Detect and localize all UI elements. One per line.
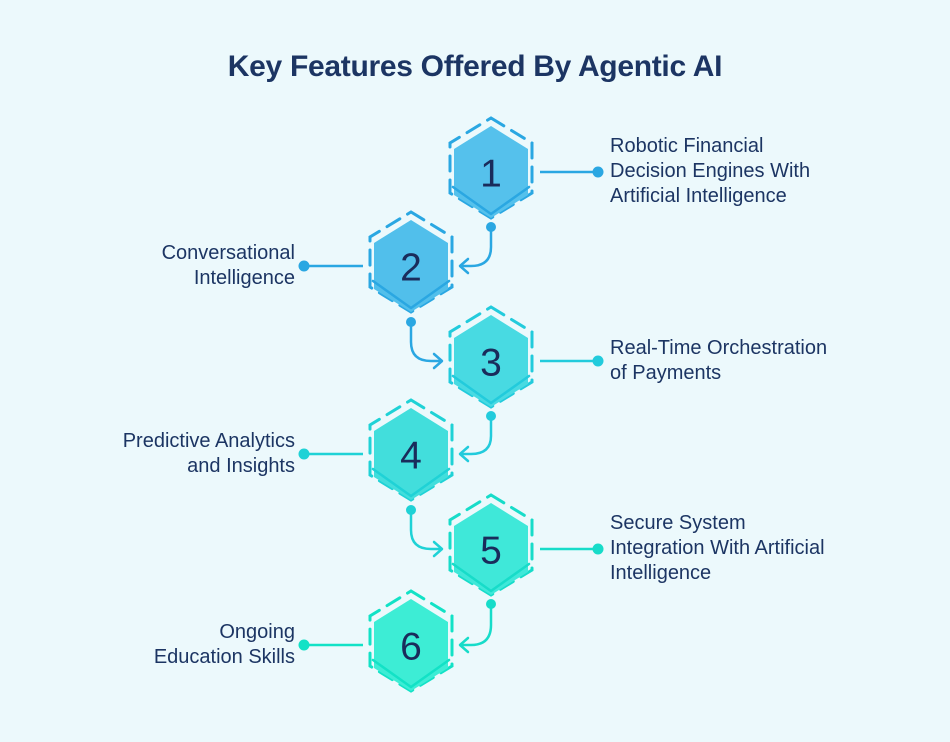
hexagon-fill	[454, 503, 528, 595]
hexagon-chevron-outline	[451, 562, 531, 593]
hexagon-fill	[454, 315, 528, 407]
flow-arrow-3-4	[458, 411, 496, 463]
hexagon-group-5: 5	[448, 493, 604, 597]
hexagon-chevron-outline	[371, 467, 451, 498]
hexagon-number: 4	[400, 435, 422, 478]
flow-arrow-5-6	[458, 599, 496, 654]
arrowhead-left-icon	[458, 257, 470, 275]
label-line: of Payments	[610, 362, 722, 384]
label-line: and Insights	[187, 455, 295, 477]
label-line: Integration With Artificial	[610, 537, 825, 559]
label-connector-dot	[592, 166, 604, 178]
page-title: Key Features Offered By Agentic AI	[227, 50, 723, 83]
arrow-curve	[409, 512, 441, 551]
hexagon-chevron-outline	[371, 279, 451, 310]
arrow-start-dot	[406, 505, 416, 515]
label-line: Robotic Financial	[610, 135, 764, 157]
label-connector-dot	[592, 543, 604, 555]
arrow-start-dot	[486, 222, 496, 232]
flow-arrow-4-5	[406, 505, 444, 558]
arrow-curve	[461, 229, 493, 268]
hexagon-number: 2	[400, 247, 422, 290]
hexagon-chevron-outline	[451, 185, 531, 216]
label-line: Intelligence	[193, 267, 295, 289]
label-connector-dot	[298, 448, 310, 460]
hexagon-fill	[374, 599, 448, 691]
hexagon-number: 6	[400, 626, 422, 669]
flow-arrow-1-2	[458, 222, 496, 275]
hexagon-fill	[374, 408, 448, 500]
hexagon-group-6: 6	[298, 589, 454, 693]
arrow-start-dot	[486, 599, 496, 609]
feature-label-1: Robotic Financial Decision Engines With …	[610, 134, 870, 209]
arrowhead-right-icon	[432, 540, 444, 558]
label-line: Ongoing	[219, 621, 295, 643]
feature-label-2: Conversational Intelligence	[15, 241, 295, 291]
feature-label-5: Secure System Integration With Artificia…	[610, 511, 870, 586]
arrowhead-right-icon	[432, 352, 444, 370]
hexagon-group-3: 3	[448, 305, 604, 409]
hexagon-group-2: 2	[298, 210, 454, 314]
arrow-curve	[409, 324, 441, 363]
label-line: Intelligence	[610, 562, 712, 584]
feature-label-6: Ongoing Education Skills	[15, 620, 295, 670]
hexagon-group-1: 1	[448, 116, 604, 220]
arrow-start-dot	[406, 317, 416, 327]
label-line: Decision Engines With	[610, 160, 811, 182]
hexagon-fill	[374, 220, 448, 312]
flow-arrow-2-3	[406, 317, 444, 370]
label-line: Conversational	[161, 242, 295, 264]
arrowhead-left-icon	[458, 445, 470, 463]
label-line: Artificial Intelligence	[610, 185, 787, 207]
label-connector-dot	[592, 355, 604, 367]
arrow-start-dot	[486, 411, 496, 421]
hexagon-chevron-outline	[451, 374, 531, 405]
feature-label-4: Predictive Analytics and Insights	[15, 429, 295, 479]
label-connector-dot	[298, 260, 310, 272]
label-connector-dot	[298, 639, 310, 651]
feature-label-3: Real-Time Orchestration of Payments	[610, 336, 870, 386]
label-line: Education Skills	[153, 646, 295, 668]
hexagon-number: 5	[480, 530, 502, 573]
hexagon-group-4: 4	[298, 398, 454, 502]
label-line: Secure System	[610, 512, 746, 534]
arrow-curve	[461, 606, 493, 647]
label-line: Real-Time Orchestration	[610, 337, 828, 359]
arrow-curve	[461, 418, 493, 456]
label-line: Predictive Analytics	[122, 430, 295, 452]
hexagon-chevron-outline	[371, 658, 451, 689]
hexagon-number: 3	[480, 342, 502, 385]
hexagon-number: 1	[480, 153, 502, 196]
arrowhead-left-icon	[458, 636, 470, 654]
hexagon-fill	[454, 126, 528, 218]
